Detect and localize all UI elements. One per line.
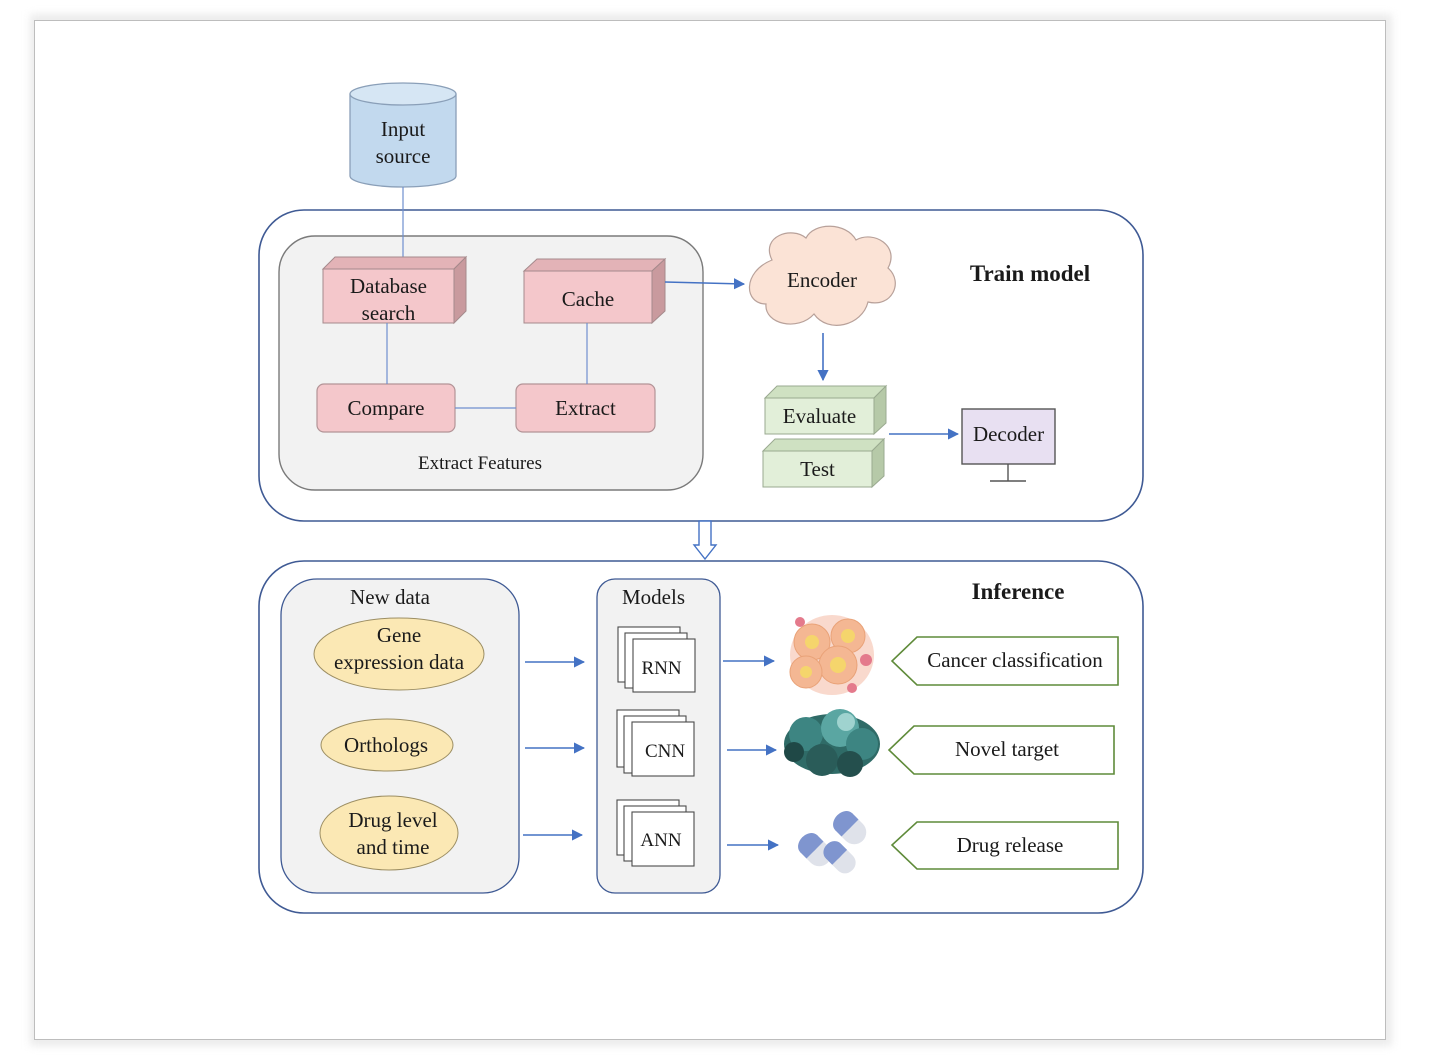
ann-label: ANN [640, 830, 682, 851]
decoder-monitor [961, 408, 1056, 482]
extract-label: Extract [555, 396, 616, 420]
cnn-label: CNN [644, 741, 686, 762]
orthologs-label: Orthologs [344, 733, 428, 757]
test-label: Test [800, 457, 835, 481]
compare-label: Compare [347, 396, 425, 420]
cache-label: Cache [561, 287, 615, 311]
pills-icon [798, 811, 867, 874]
new-data-title: New data [350, 585, 430, 609]
encoder-label: Encoder [787, 268, 857, 292]
rnn-label: RNN [641, 658, 682, 679]
evaluate-label: Evaluate [782, 404, 857, 428]
drug-release-shape [890, 821, 1119, 870]
decoder-label: Decoder [972, 422, 1045, 446]
ann-stack [616, 799, 695, 867]
cancer-classification-shape [890, 636, 1119, 686]
train-to-inference-arrow [692, 520, 718, 561]
inference-title: Inference [971, 579, 1065, 604]
cancer-classification-label: Cancer classification [927, 648, 1103, 672]
encoder-cloud [748, 225, 896, 326]
protein-target-icon [784, 709, 880, 777]
models-title: Models [622, 585, 685, 609]
novel-target-label: Novel target [955, 737, 1059, 761]
cache-box [522, 257, 667, 325]
rnn-stack [617, 626, 696, 693]
drug-release-label: Drug release [956, 833, 1064, 857]
cache-encoder-arrow [664, 278, 746, 290]
test-box [761, 437, 886, 489]
cnn-stack [616, 709, 695, 777]
input-source-cylinder [349, 82, 457, 188]
orthologs-ellipse [320, 718, 454, 772]
novel-target-shape [887, 725, 1115, 775]
database-search-box [321, 255, 468, 325]
gene-expression-ellipse [313, 617, 485, 691]
drug-level-ellipse [319, 795, 459, 871]
train-model-title: Train model [969, 261, 1091, 286]
evaluate-box [763, 384, 888, 436]
extract-features-caption: Extract Features [418, 453, 542, 474]
cancer-cells-icon [789, 615, 874, 695]
